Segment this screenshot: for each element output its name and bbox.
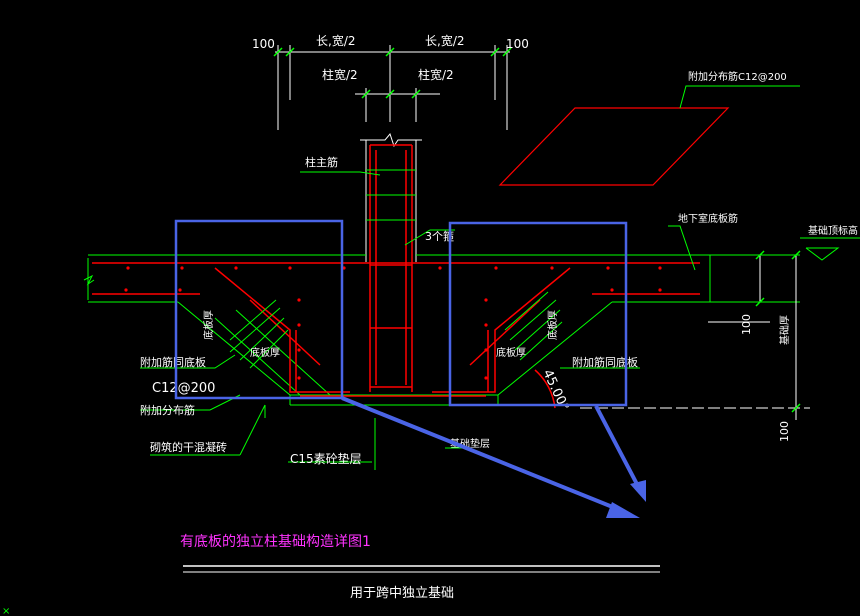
label-slab-thk-left: 底板厚 (202, 310, 215, 340)
column-rebar (369, 144, 413, 392)
top-dimension-lines (275, 45, 510, 130)
dim-long-width-left: 长,宽/2 (316, 33, 356, 48)
leader-top-right (679, 85, 800, 109)
arrow-left-shaft (341, 396, 626, 514)
label-col-main-bar: 柱主筋 (305, 155, 338, 169)
label-add-bar-same-right: 附加筋同底板 (572, 355, 638, 369)
label-stirrups: 3个箍 (425, 229, 454, 243)
arrow-right-shaft (594, 405, 642, 491)
label-add-bar-same-left: 附加筋同底板 (140, 355, 206, 369)
label-c15-cushion: C15素砼垫层 (290, 451, 362, 466)
dimension-ticks (273, 47, 512, 99)
footing-rebar (214, 267, 571, 397)
drawing-title: 有底板的独立柱基础构造详图1 (180, 533, 371, 550)
distribution-plan-symbol (498, 107, 730, 186)
label-c12-left: C12@200 (152, 381, 215, 396)
footing-dots (297, 298, 488, 380)
leaders (140, 171, 696, 463)
highlight-box-left (174, 219, 344, 400)
hatch-right (504, 291, 563, 361)
label-add-dist-top: 附加分布筋C12@200 (688, 70, 787, 83)
drawing-subtitle: 用于跨中独立基础 (350, 586, 454, 601)
right-dim-ticks (755, 250, 801, 413)
basement-slab-outline (83, 254, 800, 303)
elevation-marker (805, 247, 840, 261)
dim-100-right: 100 (506, 37, 529, 51)
highlight-box-right (448, 221, 628, 407)
label-base-thk-right: 底板厚 (496, 346, 526, 359)
label-dim-base-thk: 基础厚 (778, 315, 791, 345)
dim-100-left: 100 (252, 37, 275, 51)
hatch-left (229, 299, 289, 369)
label-base-thk-left: 底板厚 (250, 346, 280, 359)
dim-long-width-right: 长,宽/2 (425, 33, 465, 48)
dim-col-width-right: 柱宽/2 (418, 67, 454, 82)
label-dim-100-mid: 100 (740, 314, 753, 335)
arrow-right-head (630, 480, 646, 502)
right-dimension-lines (580, 255, 810, 420)
label-basement-slab-bar: 地下室底板筋 (678, 212, 738, 225)
label-top-elev: 基础顶标高 (808, 224, 858, 237)
label-add-dist-left: 附加分布筋 (140, 403, 195, 417)
label-earth-slope: 砌筑的干混凝砖 (150, 440, 227, 454)
column-stirrups (366, 169, 416, 221)
column-outline (360, 132, 422, 262)
slab-rebar (92, 262, 700, 295)
label-slab-thk-right: 底板厚 (546, 310, 559, 340)
corner-marker: × (2, 606, 10, 616)
label-dim-100-bottom: 100 (778, 421, 791, 442)
dim-col-width-left: 柱宽/2 (322, 67, 358, 82)
slab-rebar-dots (124, 266, 662, 292)
arrow-left-head (606, 502, 640, 518)
